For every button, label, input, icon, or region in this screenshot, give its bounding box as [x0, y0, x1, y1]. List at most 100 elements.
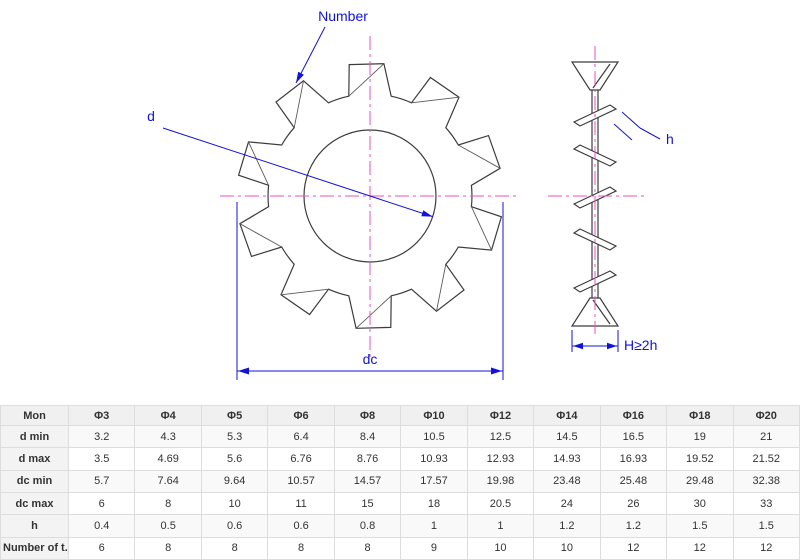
column-header: Φ5	[200, 405, 269, 426]
table-cell: 12	[732, 536, 800, 560]
arrowhead-icon	[491, 367, 502, 375]
table-cell: 6.76	[267, 447, 335, 471]
table-cell: 10	[533, 536, 601, 560]
d-dimension: d	[147, 108, 433, 218]
d-label: d	[147, 108, 155, 124]
table-cell: 3.5	[67, 447, 136, 471]
table-cell: 1	[466, 514, 535, 538]
h-leader-line	[639, 127, 661, 140]
table-cell: 1.2	[533, 514, 601, 538]
table-cell: 1.2	[599, 514, 668, 538]
table-cell: 12	[599, 536, 668, 560]
table-cell: 8	[333, 536, 402, 560]
table-cell: 30	[666, 491, 734, 516]
table-cell: 12.5	[466, 424, 535, 449]
table-cell: 10.93	[400, 447, 468, 471]
table-cell: 21	[732, 424, 800, 449]
table-cell: 7.64	[134, 469, 202, 493]
column-header: Φ8	[333, 405, 402, 426]
h-dimension: h	[613, 111, 674, 147]
table-cell: 26	[599, 491, 668, 516]
side-tooth-edge	[592, 299, 611, 325]
table-cell: 8.76	[333, 447, 402, 471]
d-leader-line	[162, 127, 433, 218]
row-label: d max	[0, 447, 69, 471]
h-label: h	[666, 131, 674, 147]
column-header: Φ16	[599, 405, 668, 426]
table-cell: 24	[533, 491, 601, 516]
table-cell: 10	[466, 536, 535, 560]
table-cell: 16.93	[599, 447, 668, 471]
table-cell: 8	[200, 536, 269, 560]
technical-drawing: Number d dc h H≥2h	[147, 8, 674, 380]
number-callout: Number	[295, 8, 368, 84]
arrowhead-icon	[607, 342, 617, 350]
table-cell: 25.48	[599, 469, 668, 493]
column-header: Φ18	[666, 405, 734, 426]
table-cell: 32.38	[732, 469, 800, 493]
row-label: dc min	[0, 469, 69, 493]
table-cell: 0.4	[67, 514, 136, 538]
table-cell: 19.52	[666, 447, 734, 471]
table-cell: 8	[134, 491, 202, 516]
table-cell: 16.5	[599, 424, 668, 449]
table-cell: 9.64	[200, 469, 269, 493]
column-header: Φ4	[134, 405, 202, 426]
row-label: dc max	[0, 491, 69, 516]
overall-height-dimension: H≥2h	[571, 330, 657, 353]
side-tooth-edge	[592, 63, 611, 89]
table-cell: 8	[134, 536, 202, 560]
column-header: Φ6	[267, 405, 335, 426]
table-cell: 8.4	[333, 424, 402, 449]
table-cell: 21.52	[732, 447, 800, 471]
table-cell: 14.93	[533, 447, 601, 471]
tooth-fold-lines	[239, 63, 501, 329]
table-cell: 19.98	[466, 469, 535, 493]
overall-height-label: H≥2h	[624, 337, 657, 353]
table-cell: 5.7	[67, 469, 136, 493]
arrowhead-icon	[296, 71, 304, 83]
column-header: Φ10	[400, 405, 468, 426]
h-tick-line	[621, 111, 641, 129]
table-cell: 1.5	[666, 514, 734, 538]
h-tick-line	[613, 123, 633, 141]
table-cell: 12.93	[466, 447, 535, 471]
table-cell: 10.57	[267, 469, 335, 493]
table-cell: 20.5	[466, 491, 535, 516]
table-cell: 6	[67, 536, 136, 560]
number-label: Number	[318, 8, 368, 24]
centerlines	[220, 36, 644, 360]
table-cell: 14.5	[533, 424, 601, 449]
table-cell: 5.3	[200, 424, 269, 449]
table-cell: 9	[400, 536, 468, 560]
table-cell: 10.5	[400, 424, 468, 449]
table-cell: 1.5	[732, 514, 800, 538]
dc-label: dc	[363, 351, 378, 367]
table-cell: 5.6	[200, 447, 269, 471]
table-cell: 19	[666, 424, 734, 449]
table-cell: 12	[666, 536, 734, 560]
arrowhead-icon	[238, 367, 249, 375]
table-cell: 0.6	[200, 514, 269, 538]
table-cell: 3.2	[67, 424, 136, 449]
row-label: Number of t...	[0, 536, 69, 560]
table-cell: 17.57	[400, 469, 468, 493]
column-header: Φ20	[732, 405, 800, 426]
table-cell: 0.5	[134, 514, 202, 538]
table-cell: 14.57	[333, 469, 402, 493]
table-cell: 15	[333, 491, 402, 516]
table-cell: 1	[400, 514, 468, 538]
table-cell: 4.69	[134, 447, 202, 471]
table-cell: 29.48	[666, 469, 734, 493]
table-cell: 0.8	[333, 514, 402, 538]
